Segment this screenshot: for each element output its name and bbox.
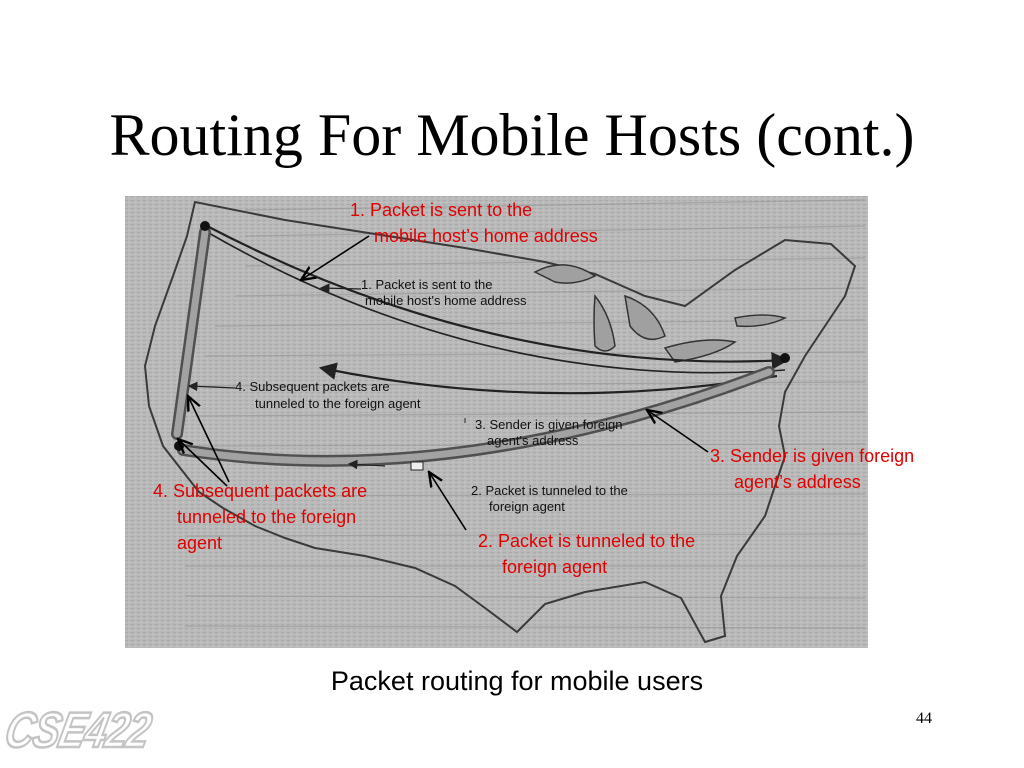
callout-step4: 4. Subsequent packets are tunneled to th… <box>153 478 367 556</box>
callout-step2-line1: 2. Packet is tunneled to the <box>478 531 696 551</box>
routing-map-svg: 1. Packet is sent to the mobile host's h… <box>125 196 868 648</box>
callout-step1: 1. Packet is sent to the mobile host’s h… <box>350 197 598 249</box>
figure-label-step1-line2: mobile host's home address <box>365 293 527 308</box>
course-logo: CSE422 <box>0 702 156 759</box>
figure-label-step1-line1: 1. Packet is sent to the <box>361 277 493 292</box>
slide-title: Routing For Mobile Hosts (cont.) <box>109 102 915 168</box>
callout-step1-line1: 1. Packet is sent to the <box>350 200 533 220</box>
figure-caption: Packet routing for mobile users <box>330 666 704 696</box>
figure-label-step4-line2: tunneled to the foreign agent <box>255 396 421 411</box>
callout-step2-line2: foreign agent <box>502 557 608 577</box>
callout-step4-line2: tunneled to the foreign <box>177 507 357 527</box>
routing-map-figure: 1. Packet is sent to the mobile host's h… <box>125 196 868 648</box>
figure-label-step2-line1: 2. Packet is tunneled to the <box>471 483 628 498</box>
callout-step1-line2: mobile host’s home address <box>374 226 598 246</box>
figure-label-step3-line1: 3. Sender is given foreign <box>475 417 622 432</box>
slide-number: 44 <box>916 710 932 727</box>
callout-step3-line2: agent’s address <box>734 472 861 492</box>
figure-label-step3-line2: agent's address <box>487 433 579 448</box>
callout-step4-line1: 4. Subsequent packets are <box>153 481 368 501</box>
figure-label-step4-line1: 4. Subsequent packets are <box>235 379 390 394</box>
callout-step2: 2. Packet is tunneled to the foreign age… <box>478 528 695 580</box>
callout-step4-line3: agent <box>177 533 223 553</box>
figure-label-step2-line2: foreign agent <box>489 499 565 514</box>
callout-step3-line1: 3. Sender is given foreign <box>710 446 915 466</box>
callout-step3: 3. Sender is given foreign agent’s addre… <box>710 443 914 495</box>
